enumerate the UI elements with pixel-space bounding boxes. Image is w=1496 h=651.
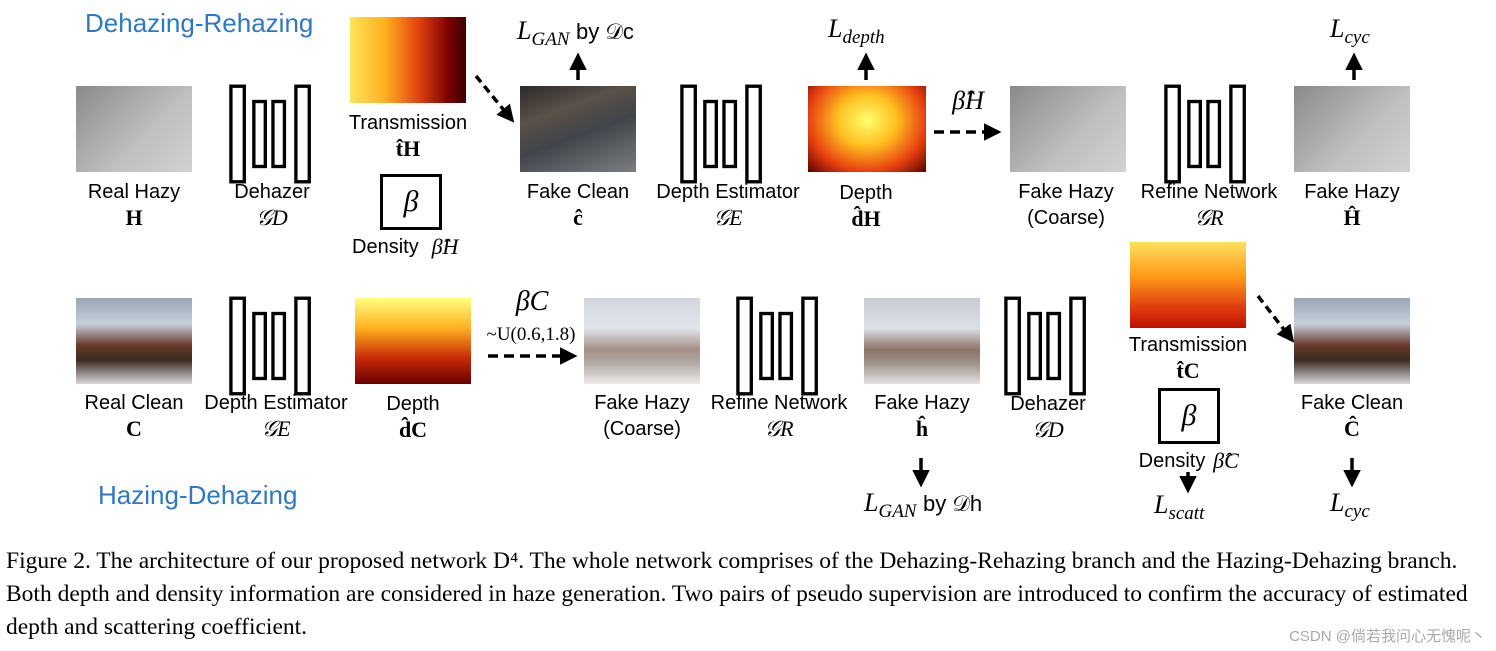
branch-title-top: Dehazing-Rehazing — [85, 8, 314, 38]
fake-clean-symbol: ĉ — [573, 205, 583, 230]
dehazer-symbol-bottom: 𝒢D — [1032, 417, 1064, 442]
dashed-arrow-transmission-bottom — [1256, 294, 1295, 343]
loss-scatt: Lscatt — [1154, 490, 1205, 525]
loss-cyc-top: Lcyc — [1330, 14, 1370, 49]
arrow-up-gan — [569, 52, 587, 80]
fake-clean-label: Fake Clean — [526, 181, 630, 203]
depth-estimator-label-bottom: Depth Estimator — [204, 392, 348, 414]
arrow-down-cyc — [1343, 458, 1361, 488]
dehazer-network-icon-bottom — [1004, 296, 1090, 396]
real-hazy-label: Real Hazy — [87, 181, 181, 203]
fake-hazy-symbol-bottom: ĥ — [915, 416, 929, 441]
real-clean-label: Real Clean — [84, 392, 184, 414]
density-box-bottom: β — [1158, 388, 1220, 444]
dehazer-label: Dehazer — [234, 181, 310, 203]
loss-gan-top: LGAN by 𝒟c — [517, 16, 634, 51]
dehazer-symbol: 𝒢D — [256, 205, 288, 230]
dehazer-label-bottom: Dehazer — [1010, 393, 1086, 415]
refine-network-label: Refine Network — [1140, 181, 1278, 203]
dashed-arrow-transmission — [474, 74, 515, 123]
arrow-label-beta-h: β̂H — [952, 86, 984, 115]
depth-image — [808, 86, 926, 172]
fake-hazy-image — [1294, 86, 1410, 172]
fake-clean-image-bottom — [1294, 298, 1410, 384]
real-hazy-symbol: H — [125, 205, 143, 230]
fake-hazy-symbol: Ĥ — [1343, 205, 1361, 230]
loss-depth: Ldepth — [828, 14, 885, 49]
fake-clean-symbol-bottom: Ĉ — [1344, 416, 1360, 441]
dashed-arrow-beta-c — [488, 347, 578, 365]
refine-network-icon-bottom — [736, 296, 822, 396]
refine-network-symbol-bottom: 𝒢R — [764, 416, 794, 441]
depth-estimator-network-icon-bottom — [229, 296, 315, 396]
transmission-label: Transmission — [348, 112, 468, 134]
depth-estimator-label: Depth Estimator — [656, 181, 800, 203]
depth-estimator-network-icon — [680, 84, 766, 184]
density-symbol-bottom: β̂C — [1213, 448, 1239, 473]
fake-hazy-image-bottom — [864, 298, 980, 384]
fake-hazy-coarse-label: Fake Hazy — [1018, 181, 1114, 203]
fake-hazy-label: Fake Hazy — [1304, 181, 1400, 203]
dehazer-network-icon — [229, 84, 315, 184]
refine-network-icon — [1164, 84, 1250, 184]
transmission-symbol-bottom: t̂C — [1176, 358, 1200, 383]
transmission-image — [350, 17, 466, 103]
depth-label: Depth — [839, 182, 893, 204]
arrow-up-depth — [857, 52, 875, 80]
transmission-image-bottom — [1130, 242, 1246, 328]
figure-caption: Figure 2. The architecture of our propos… — [6, 548, 1468, 640]
transmission-label-bottom: Transmission — [1128, 334, 1248, 356]
fake-hazy-coarse-image — [1010, 86, 1126, 172]
real-clean-symbol: C — [126, 416, 142, 441]
depth-estimator-symbol: 𝒢E — [713, 205, 743, 230]
arrow-label-range: ~U(0.6,1.8) — [486, 324, 576, 345]
loss-cyc-bottom: Lcyc — [1330, 488, 1370, 523]
density-symbol: β̂H — [431, 234, 459, 259]
fake-hazy-label-bottom: Fake Hazy — [874, 392, 970, 414]
depth-symbol: d̂H — [851, 206, 881, 231]
loss-gan-bottom: LGAN by 𝒟h — [864, 488, 983, 523]
arrow-up-cyc-top — [1345, 52, 1363, 80]
density-box: β — [380, 174, 442, 230]
depth-image-bottom — [355, 298, 471, 384]
dashed-arrow-beta-h — [934, 123, 1002, 141]
arrow-label-beta-c: βC — [515, 286, 549, 317]
branch-title-bottom: Hazing-Dehazing — [98, 480, 298, 510]
arrow-down-scatt — [1179, 472, 1197, 494]
real-hazy-image — [76, 86, 192, 172]
arrow-down-gan — [912, 458, 930, 488]
fake-hazy-coarse-sublabel: (Coarse) — [1027, 207, 1105, 229]
refine-network-label-bottom: Refine Network — [710, 392, 848, 414]
fake-clean-label-bottom: Fake Clean — [1300, 392, 1404, 414]
fake-hazy-coarse-label-bottom: Fake Hazy — [594, 392, 690, 414]
transmission-symbol: t̂H — [395, 136, 421, 161]
density-label: Density — [352, 236, 419, 258]
depth-symbol-bottom: d̂C — [398, 417, 428, 442]
fake-hazy-coarse-sublabel-bottom: (Coarse) — [603, 418, 681, 440]
fake-clean-image — [520, 86, 636, 172]
refine-network-symbol: 𝒢R — [1194, 205, 1224, 230]
real-clean-image — [76, 298, 192, 384]
density-label-bottom: Density — [1138, 450, 1206, 472]
watermark: CSDN @倘若我问心无愧呢丶 — [1289, 628, 1486, 645]
depth-estimator-symbol-bottom: 𝒢E — [261, 416, 291, 441]
depth-label-bottom: Depth — [386, 393, 440, 415]
fake-hazy-coarse-image-bottom — [584, 298, 700, 384]
